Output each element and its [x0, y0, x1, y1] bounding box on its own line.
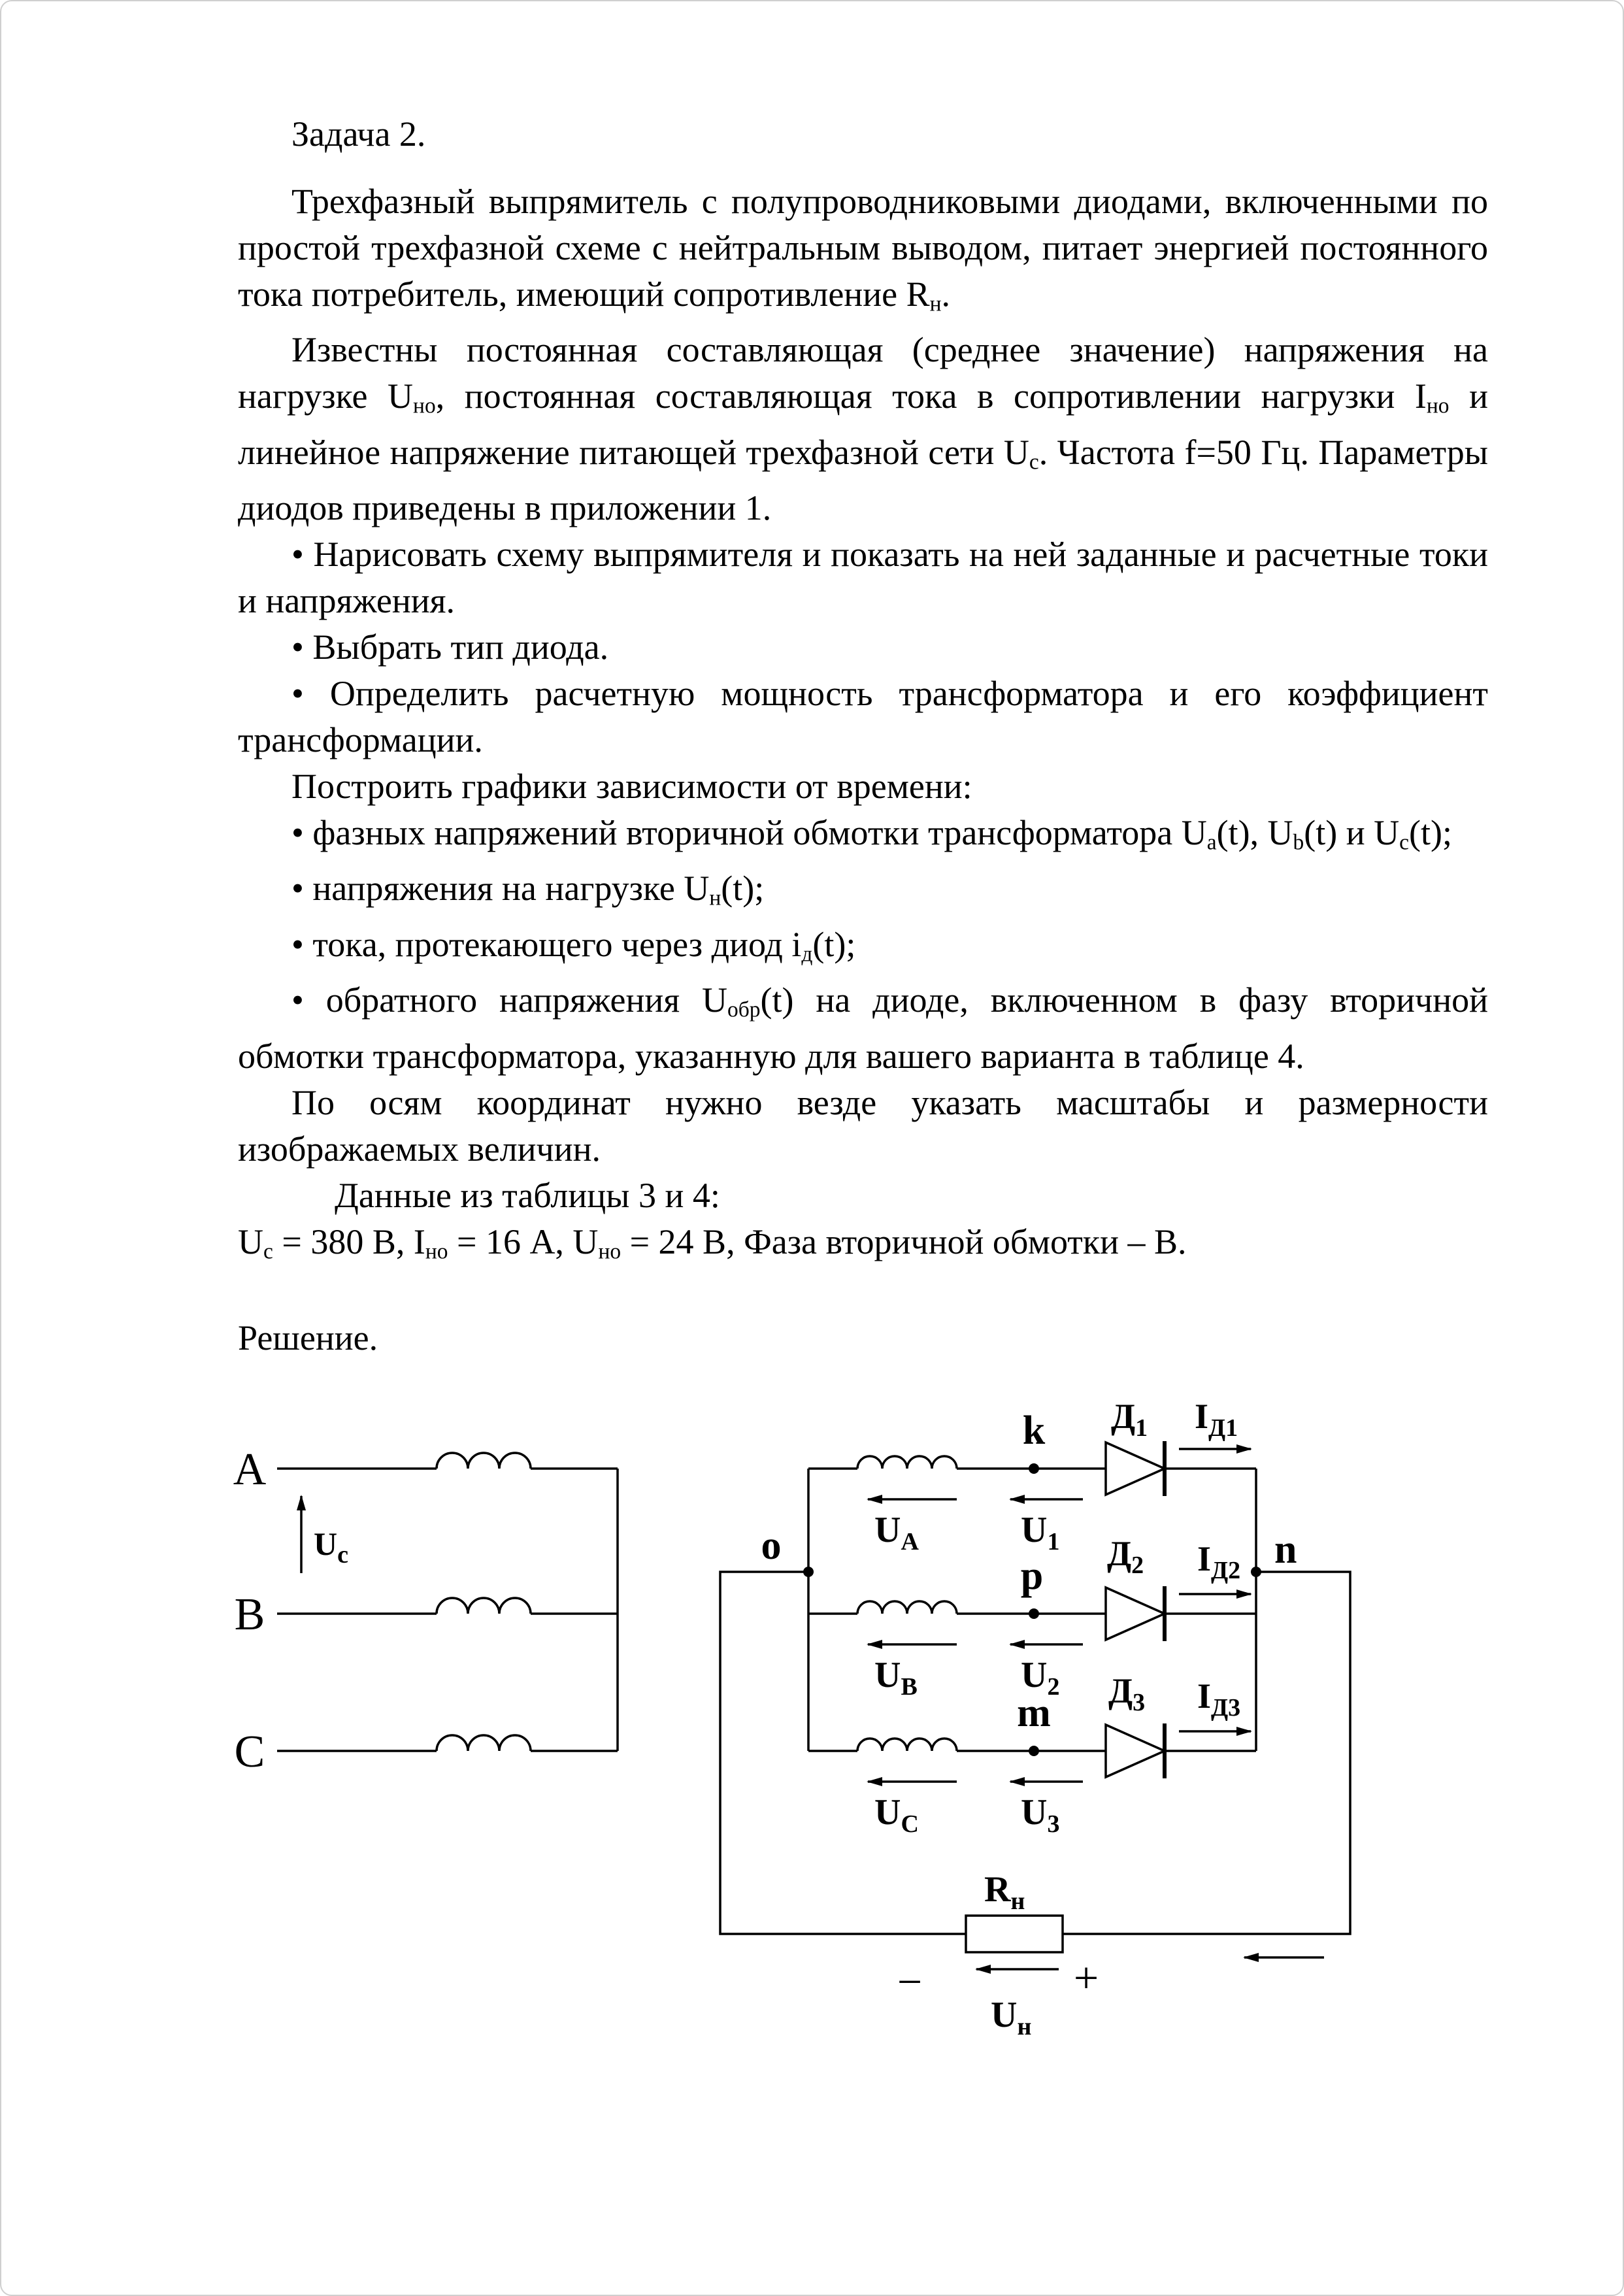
- direction-arrows: [297, 1444, 1324, 1974]
- plot-bullet-phase-voltages: • фазных напряжений вторичной обмотки тр…: [291, 813, 1452, 855]
- secondary-voltage-uc-label: UC: [874, 1792, 919, 1838]
- secondary-voltage-ub-label: UB: [874, 1655, 918, 1701]
- primary-winding-c: [435, 1734, 532, 1751]
- node-o-dot: [803, 1566, 814, 1577]
- plot-bullet-reverse-voltage: • обратного напряжения Uобр(t) на диоде,…: [238, 980, 1489, 1076]
- phase-c-label: C: [235, 1727, 265, 1777]
- circuit-wires: [277, 1467, 1351, 1935]
- plot-bullet-diode-current: • тока, протекающего через диод iд(t);: [291, 924, 856, 967]
- phase-voltage-u2-label: U2: [1021, 1655, 1059, 1701]
- given-values-line: Uс = 380 В, Iно = 16 А, Uно = 24 В, Фаза…: [238, 1222, 1187, 1263]
- diode-current-id2-label: IД2: [1197, 1539, 1240, 1584]
- minus-sign: −: [897, 1957, 922, 2006]
- diode-d2-label: Д2: [1107, 1534, 1144, 1579]
- node-m-dot: [1029, 1745, 1039, 1756]
- node-p-dot: [1029, 1608, 1039, 1619]
- rectifier-circuit-diagram: A B C Uс o k p m n UA U1 UB U2 UC U3 Д1 …: [233, 1397, 1351, 2040]
- diode-d3-label: Д3: [1108, 1671, 1145, 1716]
- load-resistor-symbol: [965, 1914, 1064, 1954]
- node-n-label: n: [1274, 1527, 1297, 1572]
- node-m-label: m: [1017, 1691, 1051, 1735]
- solution-heading: Решение.: [238, 1318, 378, 1357]
- task-bullet-choose-diode: • Выбрать тип диода.: [291, 627, 609, 667]
- phase-voltage-u3-label: U3: [1021, 1792, 1059, 1838]
- phase-a-label: A: [233, 1444, 267, 1495]
- node-o-label: o: [761, 1523, 782, 1568]
- phase-b-label: B: [235, 1589, 265, 1640]
- source-voltage-label: Uс: [314, 1525, 348, 1569]
- load-resistor-label: Rн: [984, 1869, 1025, 1915]
- diode-current-id1-label: IД1: [1195, 1397, 1238, 1442]
- diode-current-id3-label: IД3: [1197, 1676, 1240, 1722]
- primary-winding-a: [435, 1452, 532, 1469]
- diode-d1-symbol: [1104, 1440, 1168, 1497]
- problem-title: Задача 2.: [291, 114, 426, 154]
- node-p-label: p: [1021, 1554, 1043, 1598]
- problem-text: Задача 2. Трехфазный выпрямитель с полуп…: [1, 1, 1623, 1361]
- load-voltage-label: Uн: [991, 1995, 1031, 2040]
- secondary-winding-a: [856, 1455, 958, 1469]
- secondary-voltage-ua-label: UA: [874, 1510, 919, 1556]
- plot-bullet-load-voltage: • напряжения на нагрузке Uн(t);: [291, 869, 765, 910]
- task-bullet-draw-scheme: • Нарисовать схему выпрямителя и показат…: [238, 535, 1488, 621]
- primary-winding-b: [435, 1597, 532, 1614]
- plus-sign: +: [1074, 1953, 1099, 2003]
- diode-d2-symbol: [1104, 1586, 1168, 1642]
- given-paragraph: Известны постоянная составляющая (средне…: [238, 330, 1488, 528]
- phase-voltage-u1-label: U1: [1021, 1510, 1059, 1556]
- secondary-winding-c: [856, 1737, 958, 1751]
- axes-note-paragraph: По осям координат нужно везде указать ма…: [238, 1082, 1488, 1169]
- task-bullet-transformer: • Определить расчетную мощность трансфор…: [238, 674, 1488, 760]
- node-k-label: k: [1023, 1408, 1046, 1453]
- diode-d3-symbol: [1104, 1723, 1168, 1779]
- node-n-dot: [1251, 1566, 1261, 1577]
- intro-paragraph: Трехфазный выпрямитель с полупроводников…: [238, 182, 1488, 316]
- plots-intro: Построить графики зависимости от времени…: [291, 767, 972, 807]
- diode-d1-label: Д1: [1111, 1397, 1148, 1442]
- data-intro-line: Данные из таблицы 3 и 4:: [335, 1175, 720, 1215]
- node-k-dot: [1029, 1463, 1039, 1474]
- secondary-winding-b: [856, 1600, 958, 1614]
